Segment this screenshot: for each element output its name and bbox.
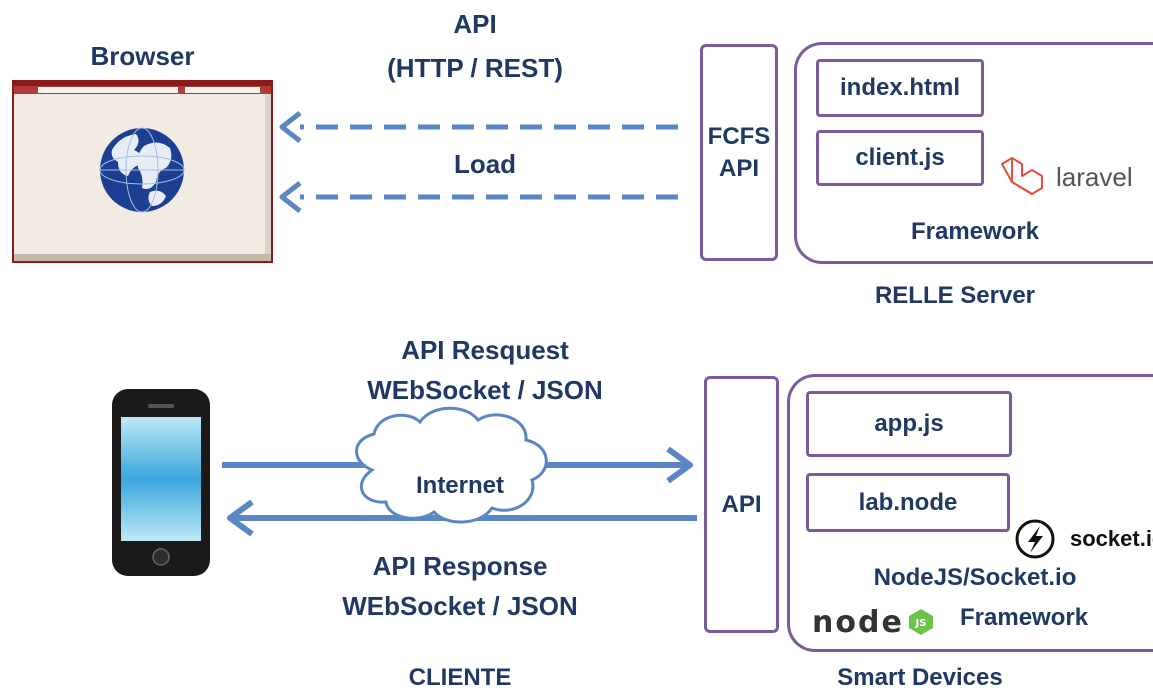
fcfs-label-line1: FCFS: [707, 123, 771, 151]
device-api-label: API: [721, 490, 762, 518]
relle-framework-label: Framework: [910, 218, 1040, 245]
internet-label: Internet: [415, 472, 504, 499]
load-label: Load: [453, 149, 517, 179]
node-logo-text: node: [812, 604, 904, 640]
api-label: API: [453, 9, 497, 39]
laravel-text: laravel: [1056, 162, 1133, 192]
browser-label: Browser: [90, 41, 195, 71]
http-rest-label: (HTTP / REST): [387, 53, 563, 83]
internet-cloud-icon: [355, 406, 548, 524]
cliente-caption: CLIENTE: [408, 664, 512, 691]
nodejs-logo: node JS: [812, 604, 934, 640]
response-protocol-label: WEbSocket / JSON: [342, 591, 578, 621]
globe-icon: [99, 127, 185, 213]
client-js-box: client.js: [816, 130, 984, 186]
nodejs-hex-icon: JS: [908, 609, 933, 635]
api-response-label: API Response: [372, 551, 548, 581]
relle-server-caption: RELLE Server: [874, 282, 1036, 309]
fcfs-api-label: FCFS API: [700, 44, 778, 261]
smart-devices-caption: Smart Devices: [837, 664, 1003, 691]
api-dashed-arrow: [279, 111, 678, 143]
api-request-label: API Resquest: [401, 335, 569, 365]
lab-node-box: lab.node: [806, 473, 1010, 532]
device-api-box: [704, 376, 779, 633]
app-js-box: app.js: [806, 391, 1012, 457]
response-arrow: [227, 499, 697, 537]
socketio-text: socket.io: [1070, 526, 1153, 551]
device-framework-label: Framework: [960, 604, 1089, 631]
fcfs-label-line2: API: [718, 154, 759, 182]
load-dashed-arrow: [279, 181, 678, 213]
index-html-box: index.html: [816, 59, 984, 117]
nodejs-socketio-label: NodeJS/Socket.io: [873, 564, 1077, 591]
fcfs-api-box: [700, 44, 778, 261]
svg-text:JS: JS: [914, 618, 926, 629]
request-protocol-label: WEbSocket / JSON: [367, 375, 603, 405]
